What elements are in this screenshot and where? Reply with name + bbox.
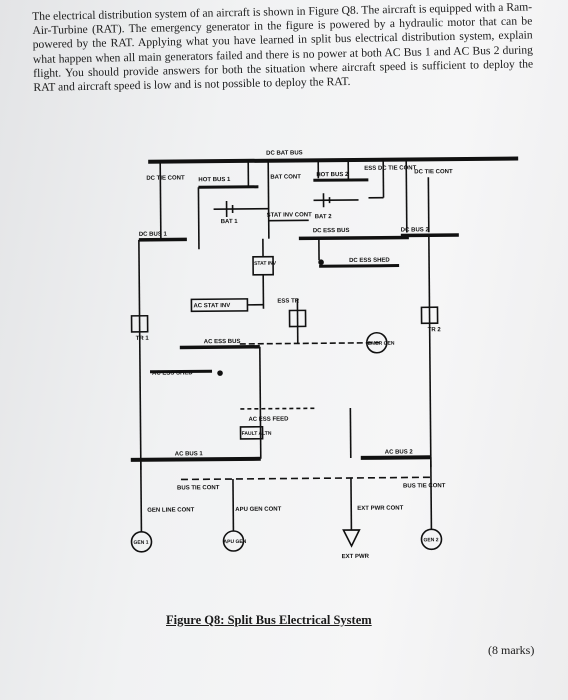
apu-gen-cont-label: APU GEN CONT [235,507,281,513]
ext-pwr-label: EXT PWR [342,554,370,560]
question-text: The electrical distribution system of an… [32,0,534,95]
tr-1-label: TR 1 [136,336,150,342]
dc-bus-2-label: DC BUS 2 [401,227,430,233]
figure-caption: Figure Q8: Split Bus Electrical System [166,613,372,627]
bus-tie-cont-left-label: BUS TIE CONT [177,485,220,491]
ess-tr-label: ESS TR [277,298,299,304]
dc-tie-cont-left-label: DC TIE CONT [146,175,185,181]
ac-bus-1-label: AC BUS 1 [175,451,204,457]
gen-line-cont-label: GEN LINE CONT [147,507,194,513]
ess-dc-tie-cont-label: ESS DC TIE CONT [364,165,416,171]
ac-ess-shed-label: AC ESS SHED [152,370,193,376]
dc-bat-bus-label: DC BAT BUS [266,150,303,156]
stat-inv-cont-label: STAT INV CONT [267,212,312,218]
apu-gen-label: APU GEN [223,539,246,545]
ac-bus-2-label: AC BUS 2 [385,449,414,455]
ext-pwr-cont-label: EXT PWR CONT [357,506,403,512]
gen-2-label: GEN 2 [423,537,438,543]
dc-tie-cont-right-label: DC TIE CONT [414,169,453,175]
dc-ess-bus-label: DC ESS BUS [313,228,350,234]
bat-1-label: BAT 1 [221,219,239,225]
fault-altn-label: FAULT ALTN [242,431,272,437]
bus-tie-cont-right-label: BUS TIE CONT [403,483,446,489]
marks-label: (8 marks) [488,643,535,657]
ac-ess-feed-label: AC ESS FEED [248,417,289,423]
dc-ess-shed-label: DC ESS SHED [349,258,390,264]
emer-gen-label: EMER GEN [368,341,395,347]
tr-2-label: TR 2 [428,327,442,333]
bat-cont-label: BAT CONT [270,174,301,180]
bat-2-label: BAT 2 [315,214,333,220]
hot-bus-2-label: HOT BUS 2 [316,172,349,178]
hot-bus-1-label: HOT BUS 1 [198,177,231,183]
stat-inv-label: STAT INV [254,261,277,267]
split-bus-diagram: DC BAT BUS DC TIE CONT HOT BUS 1 BAT CON… [130,150,519,560]
ac-stat-inv-label: AC STAT INV [193,303,230,309]
dc-bus-1-label: DC BUS 1 [139,232,168,238]
ac-ess-bus-label: AC ESS BUS [204,339,241,345]
gen-1-label: GEN 1 [133,540,148,546]
